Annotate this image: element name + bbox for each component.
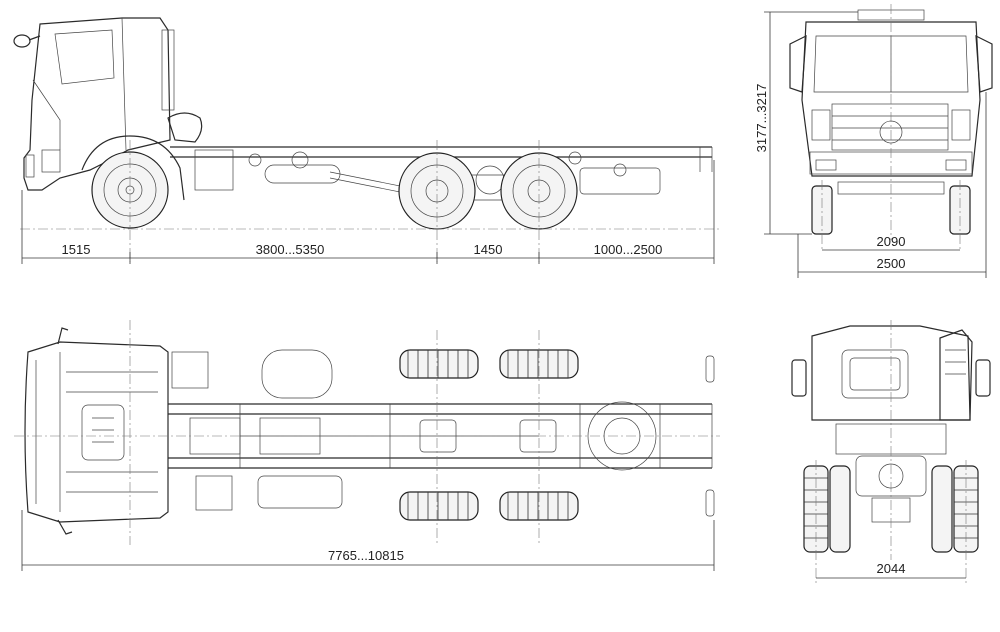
rear-view <box>791 320 991 584</box>
dim-front-overhang: 1515 <box>62 242 91 257</box>
rear-mirror-right <box>975 359 991 397</box>
front-windshield <box>813 35 969 93</box>
rear-dual-tyres-left <box>803 465 851 553</box>
side-dimensions: 1515 3800...5350 1450 1000...2500 <box>21 160 715 264</box>
dim-front-track: 2090 <box>877 234 906 249</box>
dim-overall-length: 7765...10815 <box>328 548 404 563</box>
rear-dimensions: 2044 <box>816 561 966 579</box>
front-dimensions: 3177...3217 2090 2500 <box>754 11 987 278</box>
side-cab <box>23 17 171 191</box>
top-dimensions: 7765...10815 <box>21 510 715 571</box>
front-headlight-left <box>811 109 831 141</box>
side-spare-tank <box>579 167 661 195</box>
rear-cab-window <box>841 349 909 399</box>
dim-rear-overhang: 1000...2500 <box>594 242 663 257</box>
top-spare-wheel <box>587 401 657 471</box>
dim-tandem-spacing: 1450 <box>474 242 503 257</box>
top-mirror-right <box>57 519 73 535</box>
dim-rear-track: 2044 <box>877 561 906 576</box>
front-view <box>789 4 993 250</box>
dim-overall-height: 3177...3217 <box>754 84 769 153</box>
top-cab <box>24 341 169 523</box>
dim-wheelbase: 3800...5350 <box>256 242 325 257</box>
rear-dual-tyres-right <box>931 465 979 553</box>
top-tail-light-left <box>705 355 715 383</box>
rear-mirror-left <box>791 359 807 397</box>
top-mirror-left <box>57 327 69 345</box>
top-roof-hatch <box>81 404 125 461</box>
top-fuel-tank <box>261 349 333 399</box>
rear-air-intake <box>939 329 973 421</box>
side-air-intake <box>167 112 203 143</box>
top-air-filter <box>171 351 209 389</box>
side-view <box>13 17 720 262</box>
front-headlight-right <box>951 109 971 141</box>
rear-cab <box>811 325 971 421</box>
side-cab-window <box>54 29 115 85</box>
top-battery-box <box>195 475 233 511</box>
top-rear-tyres <box>399 349 579 521</box>
front-cab <box>801 21 981 177</box>
top-view <box>14 320 720 545</box>
side-battery-box <box>194 149 234 191</box>
front-grille <box>831 103 949 151</box>
side-mirror <box>13 34 31 48</box>
top-tool-box <box>257 475 343 509</box>
top-tail-light-right <box>705 489 715 517</box>
dim-overall-width: 2500 <box>877 256 906 271</box>
